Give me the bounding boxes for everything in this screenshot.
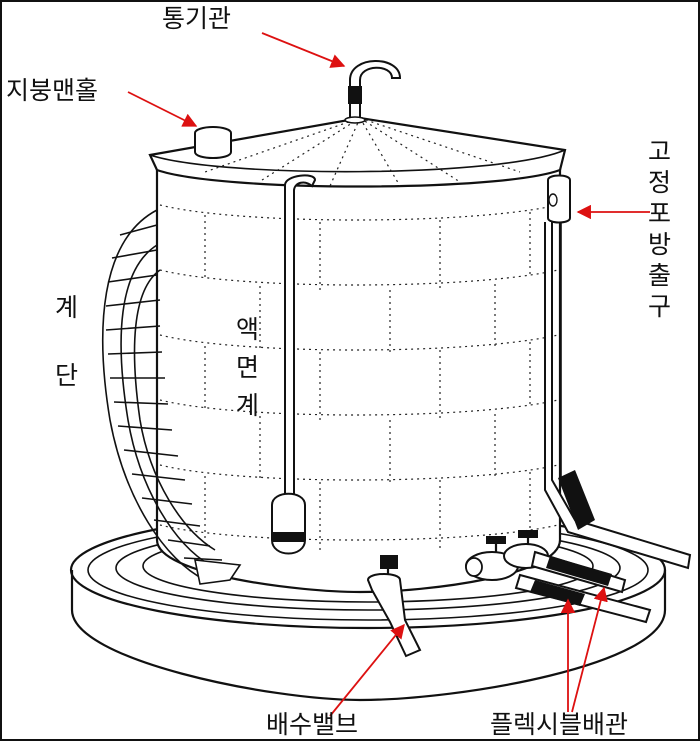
flexible-pipes [514, 550, 652, 624]
vent-pipe-part [344, 60, 402, 124]
label-flexible-pipe: 플렉시블배관 [490, 710, 628, 739]
drain-valve-part [366, 555, 422, 658]
label-roof-manhole: 지붕맨홀 [6, 76, 98, 105]
arrow-roof-manhole [127, 91, 198, 127]
foam-outlet-part [544, 174, 692, 570]
label-vent-pipe: 통기관 [162, 4, 231, 33]
arrow-flexible-pipe-2 [571, 586, 608, 713]
roof-manhole-part [194, 126, 232, 159]
label-drain-valve: 배수밸브 [266, 710, 358, 739]
annotation-arrows [127, 32, 650, 717]
tank-shell [155, 163, 562, 594]
tank-roof [148, 116, 567, 188]
valve-assembly [465, 530, 549, 581]
level-gauge-part [271, 174, 317, 555]
spiral-stairs [101, 209, 242, 585]
arrow-vent-pipe [261, 32, 346, 68]
arrow-drain-valve [329, 623, 405, 717]
